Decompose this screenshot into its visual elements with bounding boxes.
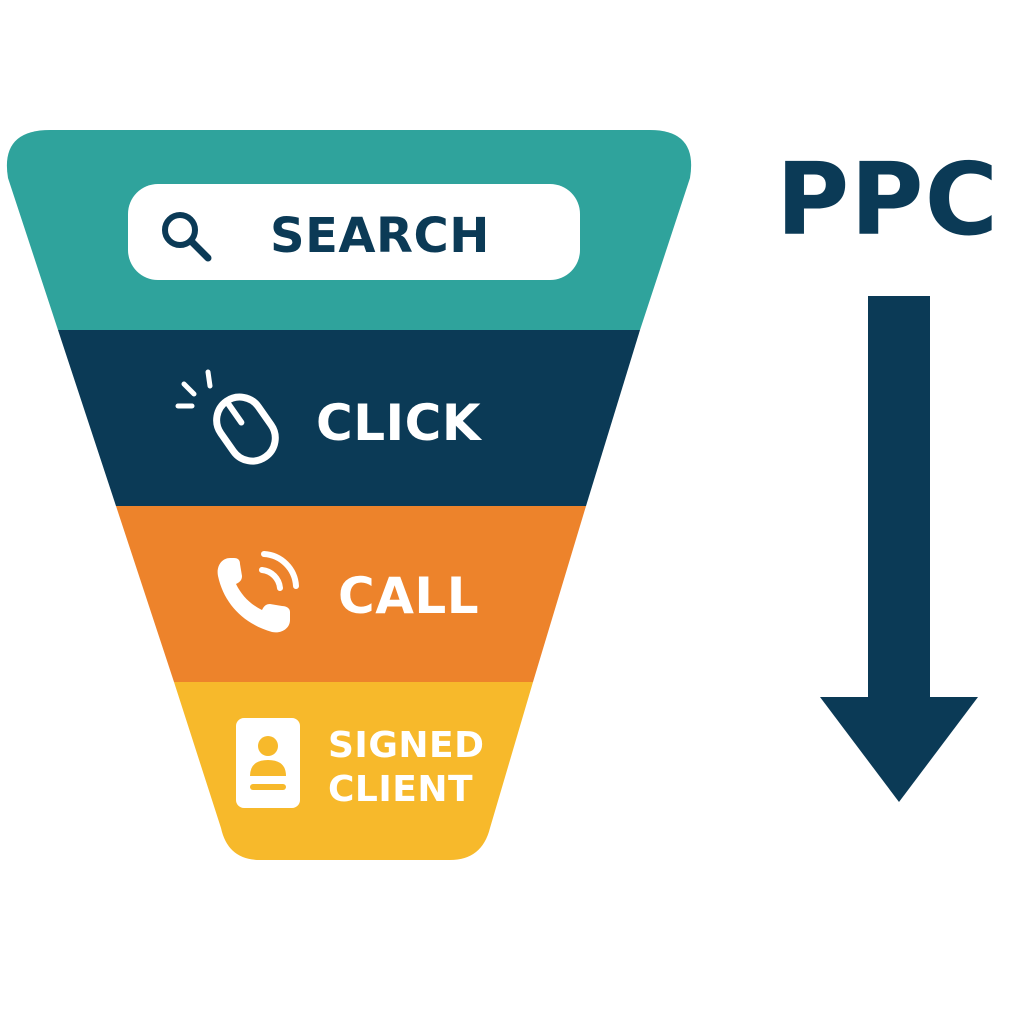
ppc-title: PPC	[776, 141, 999, 258]
funnel-stage-call	[116, 506, 586, 682]
stage-label-call: CALL	[338, 567, 480, 625]
funnel-stage-click	[58, 330, 640, 506]
stage-label-search: SEARCH	[270, 208, 490, 264]
stage-label-signed: SIGNED	[328, 725, 485, 766]
mouse-click-icon	[175, 369, 279, 465]
stage-label-client: CLIENT	[328, 769, 474, 810]
stage-label-signed-client: SIGNED CLIENT	[328, 724, 484, 812]
arrow-down-icon	[820, 296, 978, 802]
id-badge-icon	[236, 718, 300, 808]
stage-label-click: CLICK	[316, 394, 482, 452]
search-icon	[162, 212, 212, 262]
search-bar	[128, 184, 580, 280]
phone-call-icon	[217, 551, 299, 633]
